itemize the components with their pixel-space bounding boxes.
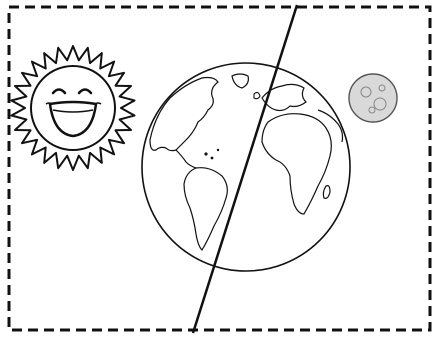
moon-icon: [349, 74, 397, 122]
sun-icon: [12, 46, 135, 170]
